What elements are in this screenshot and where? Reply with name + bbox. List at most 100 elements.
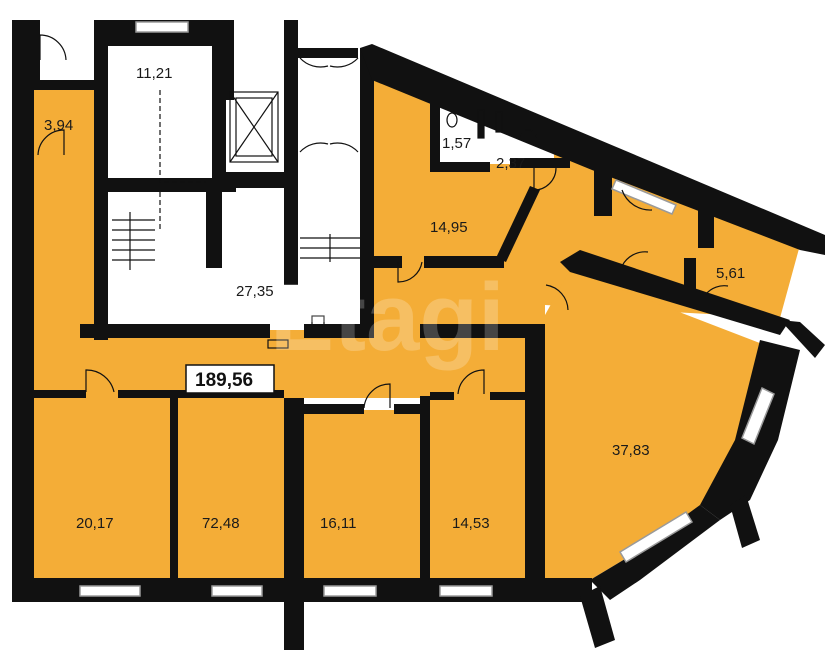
wall-corner-spur-2: [730, 495, 760, 548]
doors: [37, 34, 729, 409]
stair-dashed: [159, 90, 206, 230]
area-label-big-room-e: 37,83: [612, 442, 650, 459]
walls: [12, 20, 825, 650]
area-label-small-room-e: 5,61: [716, 265, 745, 282]
area-label-wc-1: 1,57: [442, 135, 471, 152]
door-room-1: [85, 369, 115, 393]
stair-treads: [112, 212, 360, 270]
wall-pillar-1: [594, 168, 612, 216]
wall-shaft-left: [212, 70, 226, 180]
wall-top-mid: [298, 48, 358, 58]
area-label-stair-top: 11,21: [136, 65, 172, 82]
wall-wc-west: [430, 100, 440, 172]
total-area-box: [185, 364, 275, 394]
door-double-2: [299, 142, 359, 153]
lift-inner: [235, 97, 273, 157]
door-e-2: [705, 285, 729, 295]
fixtures: [112, 90, 537, 349]
wall-lobby-bottom-2: [304, 324, 362, 338]
column-mark-1: [267, 339, 289, 349]
wall-corridor-bot-5: [430, 392, 454, 400]
wall-lobby-east: [360, 48, 374, 338]
area-label-office-ne: 14,95: [430, 219, 468, 236]
wc-partition-1: [477, 109, 485, 139]
wall-wc-bottom: [430, 162, 490, 172]
wall-shaft-right: [284, 20, 298, 285]
wall-pillar-2: [698, 208, 714, 248]
door-office: [397, 261, 423, 283]
lobby-area: [108, 186, 362, 324]
wall-office-diag: [496, 186, 540, 262]
toilet-icon: [446, 112, 458, 128]
window-se-2: [741, 386, 775, 446]
wall-corridor-bot-4: [394, 404, 430, 414]
room-4-fill: [430, 398, 525, 580]
window-top-stair: [135, 21, 189, 33]
lift-shaft: [229, 91, 279, 163]
wall-room4-east: [525, 324, 545, 582]
window-room-1: [79, 585, 141, 597]
shaft-area: [222, 86, 286, 176]
wall-wc-bottom-2: [510, 158, 570, 168]
wc-partition-2: [495, 111, 503, 133]
wall-shaft-bottom: [212, 172, 298, 188]
wall-corridor-bot-2: [118, 390, 284, 398]
window-room-3: [323, 585, 377, 597]
total-area-badge: 189,56: [185, 364, 275, 394]
wall-corridor-mid: [420, 324, 530, 338]
area-label-wc-2: 2,37: [496, 155, 525, 172]
door-e-1: [621, 251, 649, 267]
door-room-4: [457, 369, 485, 395]
door-double-1: [299, 57, 359, 68]
door-entry-strip: [37, 129, 65, 156]
premises-fill: [34, 72, 800, 580]
window-room-2: [211, 585, 263, 597]
big-room-e-fill: [545, 270, 778, 580]
area-label-room-2: 72,48: [202, 515, 240, 532]
entry-strip-fill: [34, 88, 94, 333]
wall-office-bottom: [372, 256, 402, 268]
room-3-fill: [304, 410, 420, 580]
area-labels: 11,21 3,94 1,57 2,37 14,95 27,35 5,61 37…: [44, 65, 745, 532]
area-label-room-1: 20,17: [76, 515, 114, 532]
wall-corridor-bot-3: [304, 404, 364, 414]
window-se-1: [618, 510, 694, 564]
column-mark-2: [311, 315, 325, 327]
wall-office-bottom-2: [424, 256, 504, 268]
wall-west-top: [12, 20, 40, 88]
door-ne-1: [621, 189, 653, 211]
wall-entry-top: [34, 80, 104, 90]
sink-icon: [519, 129, 537, 143]
window-ne: [611, 179, 677, 215]
wall-room2-divider: [170, 390, 178, 580]
area-label-lobby: 27,35: [236, 283, 274, 300]
total-area-value: 189,56: [195, 370, 253, 391]
area-label-room-4: 14,53: [452, 515, 490, 532]
wall-stair-west: [94, 20, 108, 340]
wall-e-short: [684, 258, 696, 292]
room-1-fill: [34, 395, 172, 580]
wall-corridor-bot-6: [490, 392, 530, 400]
area-label-entry-strip: 3,94: [44, 117, 73, 134]
window-room-4: [439, 585, 493, 597]
wall-room34-divider: [420, 396, 430, 582]
door-entry: [39, 34, 67, 61]
wall-corner-spur-1: [580, 586, 615, 648]
room-2-fill: [176, 395, 284, 580]
windows: [79, 21, 775, 597]
wall-west-outer: [12, 20, 34, 600]
area-label-room-3: 16,11: [320, 515, 356, 532]
watermark: Etagi: [270, 264, 505, 371]
wall-ne-diagonal: [360, 44, 825, 255]
lift-cross-2: [229, 91, 279, 163]
wall-s-diagonal: [590, 505, 720, 600]
wall-corridor-bot-1: [34, 390, 86, 398]
wall-lobby-bottom: [80, 324, 270, 338]
wall-corner-spur-3: [780, 320, 825, 358]
door-room-3: [363, 383, 391, 409]
wall-mid-column: [284, 398, 304, 650]
wall-stair-divider: [206, 178, 222, 268]
door-big-room: [545, 284, 569, 311]
wall-e-partition: [560, 250, 790, 335]
